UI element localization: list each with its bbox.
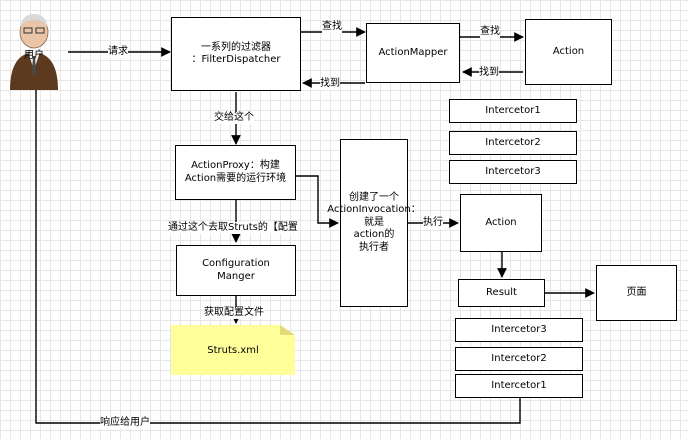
label-found-filter: 找到	[320, 78, 340, 90]
label-get-config: 获取配置文件	[204, 307, 264, 319]
label-request: 请求	[108, 46, 128, 58]
user-label: 用户	[24, 50, 44, 61]
interceptor-bottom-2: Intercetor2	[455, 347, 583, 371]
interceptor-bottom-1: Intercetor1	[455, 374, 583, 398]
struts-xml-note: Struts.xml	[171, 325, 295, 375]
page-box: 页面	[596, 265, 677, 321]
label-found-mapper: 找到	[479, 67, 499, 79]
note-fold-icon	[280, 325, 295, 335]
action-invocation-box: 创建了一个 ActionInvocation： 就是 action的 执行者	[327, 139, 421, 307]
action-top-box: Action	[525, 19, 612, 85]
user-avatar-icon	[8, 10, 60, 90]
struts-xml-label: Struts.xml	[207, 344, 259, 356]
proxy-invocation-arrow	[296, 175, 339, 228]
interceptor-top-1: Intercetor1	[449, 99, 577, 123]
interceptor-top-2: Intercetor2	[449, 131, 577, 155]
interceptor-top-3: Intercetor3	[449, 160, 577, 184]
action-mapper-box: ActionMapper	[366, 23, 460, 83]
result-box: Result	[458, 279, 545, 307]
label-find-action: 查找	[480, 26, 500, 38]
label-find-mapper: 查找	[322, 21, 342, 33]
respond-arrow	[31, 79, 521, 424]
label-hand-over: 交给这个	[214, 112, 254, 124]
action-mid-box: Action	[460, 194, 542, 252]
interceptor-bottom-3: Intercetor3	[455, 318, 583, 342]
label-via-struts: 通过这个去取Struts的【配置	[168, 222, 298, 234]
label-respond: 响应给用户	[100, 417, 150, 429]
configuration-manager-box: Configuration Manger	[176, 245, 296, 296]
filter-dispatcher-box: 一系列的过滤器 ：FilterDispatcher	[171, 17, 301, 91]
label-execute: 执行	[423, 217, 443, 229]
action-proxy-box: ActionProxy：构建Action需要的运行环境	[175, 145, 296, 200]
